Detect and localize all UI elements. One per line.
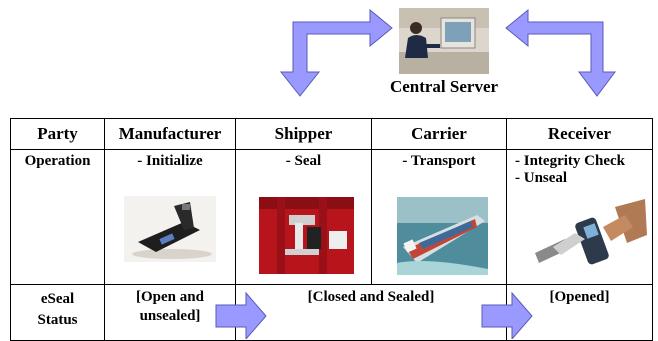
receiver-operation-1: - Integrity Check — [515, 153, 625, 169]
arrow-right-from-server — [505, 8, 616, 97]
arrow-to-opened — [481, 291, 533, 339]
manufacturer-status-1: [Open and — [136, 289, 204, 305]
header-manufacturer: Manufacturer — [104, 118, 236, 150]
header-row: Party Manufacturer Shipper Carrier Recei… — [10, 118, 653, 150]
receiver-operation-2: - Unseal — [515, 170, 568, 186]
receiver-status: [Opened] — [549, 289, 610, 305]
status-label-1: eSeal — [40, 291, 75, 307]
arrow-left-to-server — [279, 8, 393, 97]
central-server-label: Central Server — [389, 77, 499, 96]
header-shipper: Shipper — [235, 118, 372, 150]
sealed-container-photo — [259, 197, 354, 274]
server-arrows — [279, 8, 616, 97]
status-row: eSeal Status [Open and unsealed] [Closed… — [10, 284, 653, 341]
shipper-carrier-status-cell: [Closed and Sealed] — [235, 284, 507, 341]
arrow-to-closed — [215, 291, 267, 339]
operation-label: Operation — [24, 153, 91, 169]
server-operator-photo — [399, 8, 489, 74]
cargo-ship-photo — [397, 197, 488, 275]
status-label-2: Status — [37, 312, 78, 328]
carrier-operation: - Transport — [402, 153, 476, 169]
handheld-reader-photo — [529, 197, 647, 277]
manufacturer-operation: - Initialize — [137, 153, 203, 169]
operation-label-cell: Operation — [10, 149, 105, 285]
header-party: Party — [10, 118, 105, 150]
manufacturer-status-2: unsealed] — [139, 308, 201, 324]
receiver-status-cell: [Opened] — [506, 284, 653, 341]
header-receiver: Receiver — [506, 118, 653, 150]
middle-status: [Closed and Sealed] — [307, 289, 435, 305]
shipper-operation: - Seal — [285, 153, 322, 169]
header-carrier: Carrier — [371, 118, 507, 150]
eseal-device-photo — [124, 196, 216, 262]
